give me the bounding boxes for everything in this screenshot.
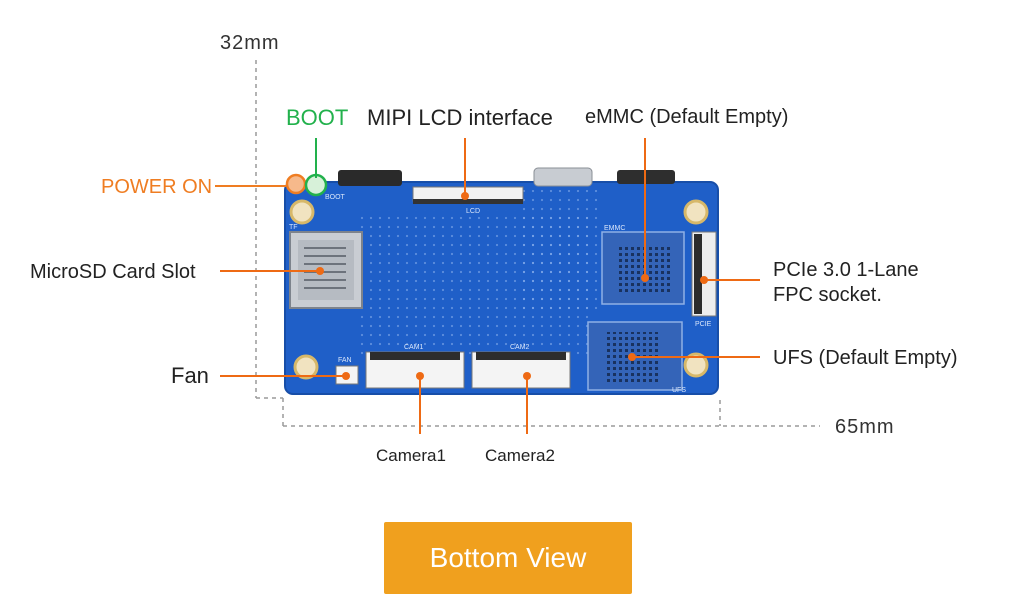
dot-microsd [316,267,324,275]
camera2-label: Camera2 [485,446,555,465]
dot-emmc [641,274,649,282]
mount-hole-top-right [683,199,709,225]
silk-ufs: UFS [672,387,686,394]
dot-pcie [700,276,708,284]
silk-tf: TF [289,224,298,231]
microsd-label: MicroSD Card Slot [30,261,196,283]
silk-boot: BOOT [325,194,346,201]
emmc-label: eMMC (Default Empty) [585,106,789,128]
emmc-bga [616,244,670,294]
microsd-contacts [304,247,346,289]
silk-cam1: CAM1 [404,344,424,351]
camera2-connector-latch [476,352,566,360]
fan-label: Fan [171,363,209,388]
dot-camera2 [523,372,531,380]
width-dimension-label: 65mm [835,416,895,438]
mount-hole-bottom-right [683,352,709,378]
silk-pcie: PCIE [695,321,712,328]
mipi-lcd-label: MIPI LCD interface [367,105,553,130]
silk-cam2: CAM2 [510,344,530,351]
pcb-board: LCD CAM1 CAM2 FAN PCIE UFS TF EMMC BOOT [284,167,719,395]
callout-dots [316,192,708,380]
mount-hole-bottom-left [293,354,319,380]
power-on-label: POWER ON [101,176,213,198]
power-led [285,173,307,195]
dot-mipi-lcd [461,192,469,200]
dimension-lines [255,60,820,427]
mipi-lcd-connector-latch [413,199,523,204]
silk-emmc: EMMC [604,225,625,232]
boot-label: BOOT [286,105,349,130]
dot-camera1 [416,372,424,380]
pcie-fpc-latch [694,234,702,314]
silk-lcd: LCD [466,208,480,215]
callout-leaders [215,138,760,434]
usb-connector-left [338,170,402,186]
height-dimension-label: 32mm [220,32,280,54]
pcie-label-line1: PCIe 3.0 1-Lane [773,259,919,281]
dot-ufs [628,353,636,361]
usb-connector-middle [533,167,593,187]
mount-hole-top-left [289,199,315,225]
silk-fan: FAN [338,357,352,364]
ufs-label: UFS (Default Empty) [773,347,958,369]
dot-fan [342,372,350,380]
bottom-view-button[interactable]: Bottom View [384,522,632,594]
pcb-via-pattern-right [520,190,600,310]
camera1-connector-latch [370,352,460,360]
camera1-label: Camera1 [376,446,446,465]
pcie-label-line2: FPC socket. [773,284,882,306]
